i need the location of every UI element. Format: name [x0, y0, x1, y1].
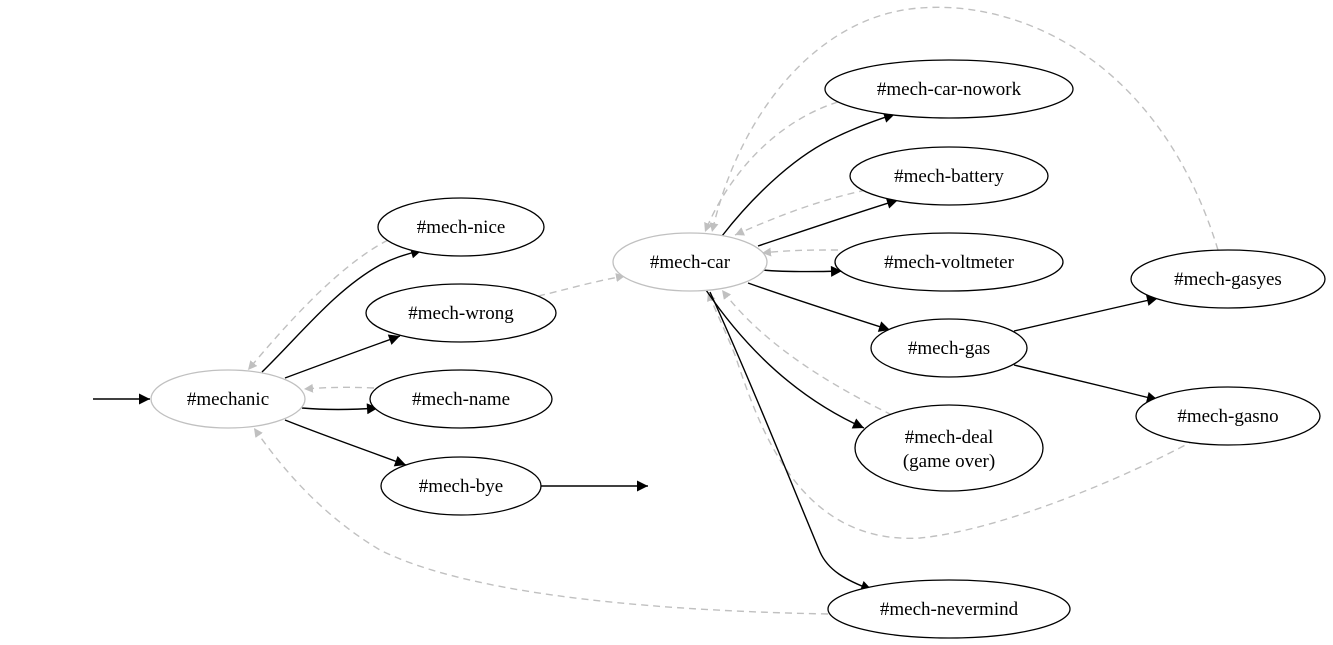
edge-nevermind-to-mechanic — [253, 427, 829, 615]
node-label-mech-wrong: #mech-wrong — [408, 303, 514, 324]
edge-voltmeter-to-car — [761, 247, 839, 257]
node-label-mech-gas: #mech-gas — [908, 338, 990, 359]
forward-edges — [93, 112, 1159, 592]
node-mech-gas[interactable]: #mech-gas — [870, 318, 1028, 378]
node-label-mech-bye: #mech-bye — [419, 476, 503, 497]
node-label-mech-nevermind: #mech-nevermind — [880, 599, 1019, 620]
node-mech-nice[interactable]: #mech-nice — [377, 197, 545, 257]
edge-mechanic-to-bye — [284, 419, 407, 467]
edge-gasyes-to-car — [709, 6, 1219, 251]
edge-gas-to-gasno — [1013, 364, 1159, 403]
node-mech-nevermind[interactable]: #mech-nevermind — [827, 579, 1071, 639]
node-mech-battery[interactable]: #mech-battery — [849, 146, 1049, 206]
node-label-mechanic: #mechanic — [187, 389, 269, 410]
node-mech-gasno[interactable]: #mech-gasno — [1135, 386, 1321, 446]
edge-nice-to-mechanic — [247, 239, 389, 371]
edge-car-to-nevermind — [709, 291, 873, 592]
node-mechanic[interactable]: #mechanic — [150, 369, 306, 429]
edge-mechanic-to-name — [301, 403, 379, 415]
back-edges — [247, 6, 1219, 615]
edge-car-to-battery — [757, 198, 899, 247]
edge-car-to-gas — [747, 282, 891, 332]
node-mech-bye[interactable]: #mech-bye — [380, 456, 542, 516]
edge-nowork-to-car — [704, 101, 839, 233]
edge-gas-to-gasyes — [1013, 295, 1159, 332]
node-label-mech-deal-line2: (game over) — [903, 451, 995, 472]
node-label-mech-name: #mech-name — [412, 389, 510, 410]
node-label-mech-battery: #mech-battery — [894, 166, 1004, 187]
node-label-mech-gasyes: #mech-gasyes — [1174, 269, 1282, 290]
edge-name-to-mechanic — [303, 383, 375, 393]
edge-car-to-deal — [705, 289, 865, 429]
edge-gasno-to-car — [707, 291, 1196, 539]
node-mech-name[interactable]: #mech-name — [369, 369, 553, 429]
node-mech-car[interactable]: #mech-car — [612, 232, 768, 292]
node-mech-deal[interactable]: #mech-deal (game over) — [854, 404, 1044, 492]
node-label-mech-car-nowork: #mech-car-nowork — [877, 79, 1022, 100]
node-label-mech-deal-line1: #mech-deal — [905, 427, 994, 448]
edge-mechanic-to-nice — [261, 247, 423, 373]
edge-battery-to-car — [734, 189, 867, 236]
edge-deal-to-car — [721, 289, 893, 416]
edge-mechanic-to-wrong — [284, 334, 401, 379]
edge-wrong-to-car — [537, 273, 626, 297]
node-mech-voltmeter[interactable]: #mech-voltmeter — [834, 232, 1064, 292]
node-label-mech-voltmeter: #mech-voltmeter — [884, 252, 1014, 273]
edge-car-to-nowork — [721, 112, 896, 237]
node-mech-wrong[interactable]: #mech-wrong — [365, 283, 557, 343]
node-mech-car-nowork[interactable]: #mech-car-nowork — [824, 59, 1074, 119]
node-mech-gasyes[interactable]: #mech-gasyes — [1130, 249, 1326, 309]
node-label-mech-car: #mech-car — [650, 252, 731, 273]
node-label-mech-nice: #mech-nice — [417, 217, 506, 238]
edge-car-to-voltmeter — [761, 265, 843, 277]
node-label-mech-gasno: #mech-gasno — [1177, 406, 1278, 427]
